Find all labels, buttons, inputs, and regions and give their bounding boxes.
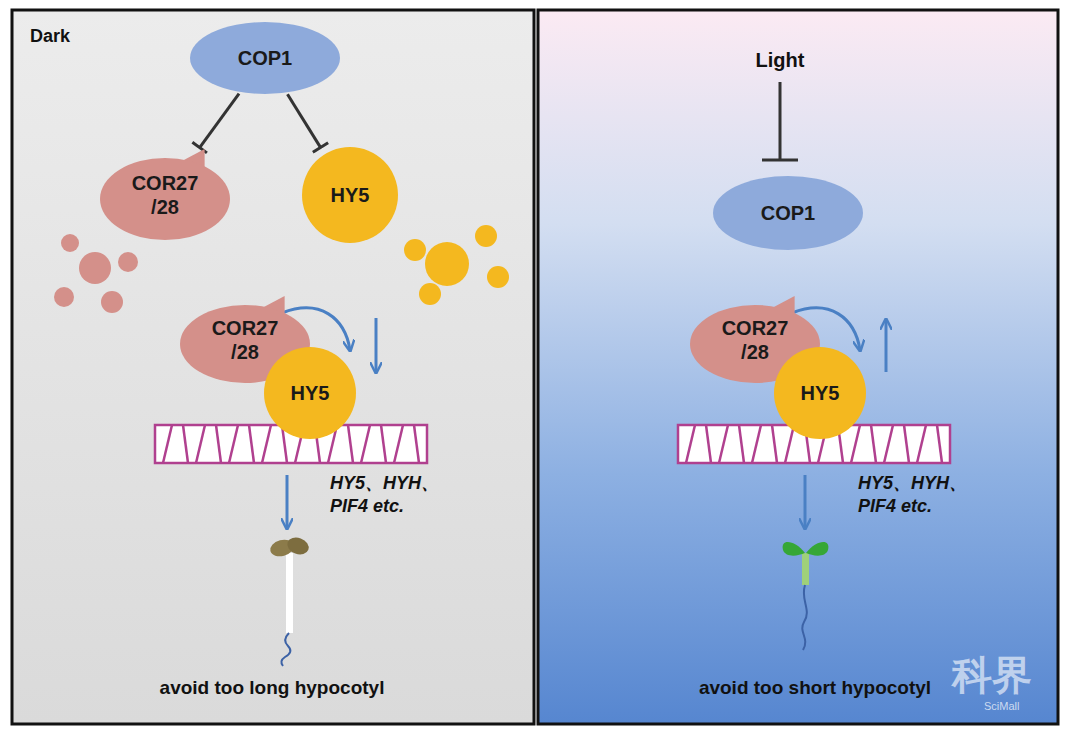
phenotype-caption: avoid too long hypocotyl — [160, 676, 385, 700]
degraded-cor — [54, 234, 138, 313]
watermark: 科界 — [952, 650, 1032, 700]
protein-circle: HY5 — [264, 347, 356, 439]
inhibition-line — [200, 94, 239, 148]
light-panel — [538, 10, 1058, 724]
inhibition-line — [287, 94, 320, 147]
panel-title: Dark — [30, 25, 70, 48]
node-text: COR27 /28 — [207, 316, 283, 364]
de-etiolated-seedling — [783, 542, 829, 650]
light-inhibition — [762, 82, 798, 160]
protein-circle: HY5 — [302, 147, 398, 243]
node-text: HY5 — [801, 381, 840, 405]
node-text: COP1 — [238, 46, 292, 70]
protein-ellipse: COP1 — [713, 176, 863, 250]
panel-title: Light — [756, 48, 805, 73]
gene-list: HY5、HYH、 PIF4 etc. — [858, 472, 980, 517]
protein-ellipse: COP1 — [190, 22, 340, 94]
gene-list: HY5、HYH、 PIF4 etc. — [330, 472, 452, 517]
node-text: HY5 — [331, 183, 370, 207]
phenotype-caption: avoid too short hypocotyl — [699, 676, 931, 700]
node-outline — [99, 149, 231, 241]
dark-panel — [12, 10, 534, 724]
node-text: COR27 /28 — [717, 316, 793, 364]
node-text: HY5 — [291, 381, 330, 405]
etiolated-seedling — [268, 535, 311, 666]
degraded-hy5 — [404, 225, 509, 305]
protein-bubble: COR27 /28 — [99, 149, 231, 241]
watermark: SciMall — [984, 700, 1019, 714]
protein-circle: HY5 — [774, 347, 866, 439]
node-text: COR27 /28 — [127, 171, 203, 219]
node-text: COP1 — [761, 201, 815, 225]
